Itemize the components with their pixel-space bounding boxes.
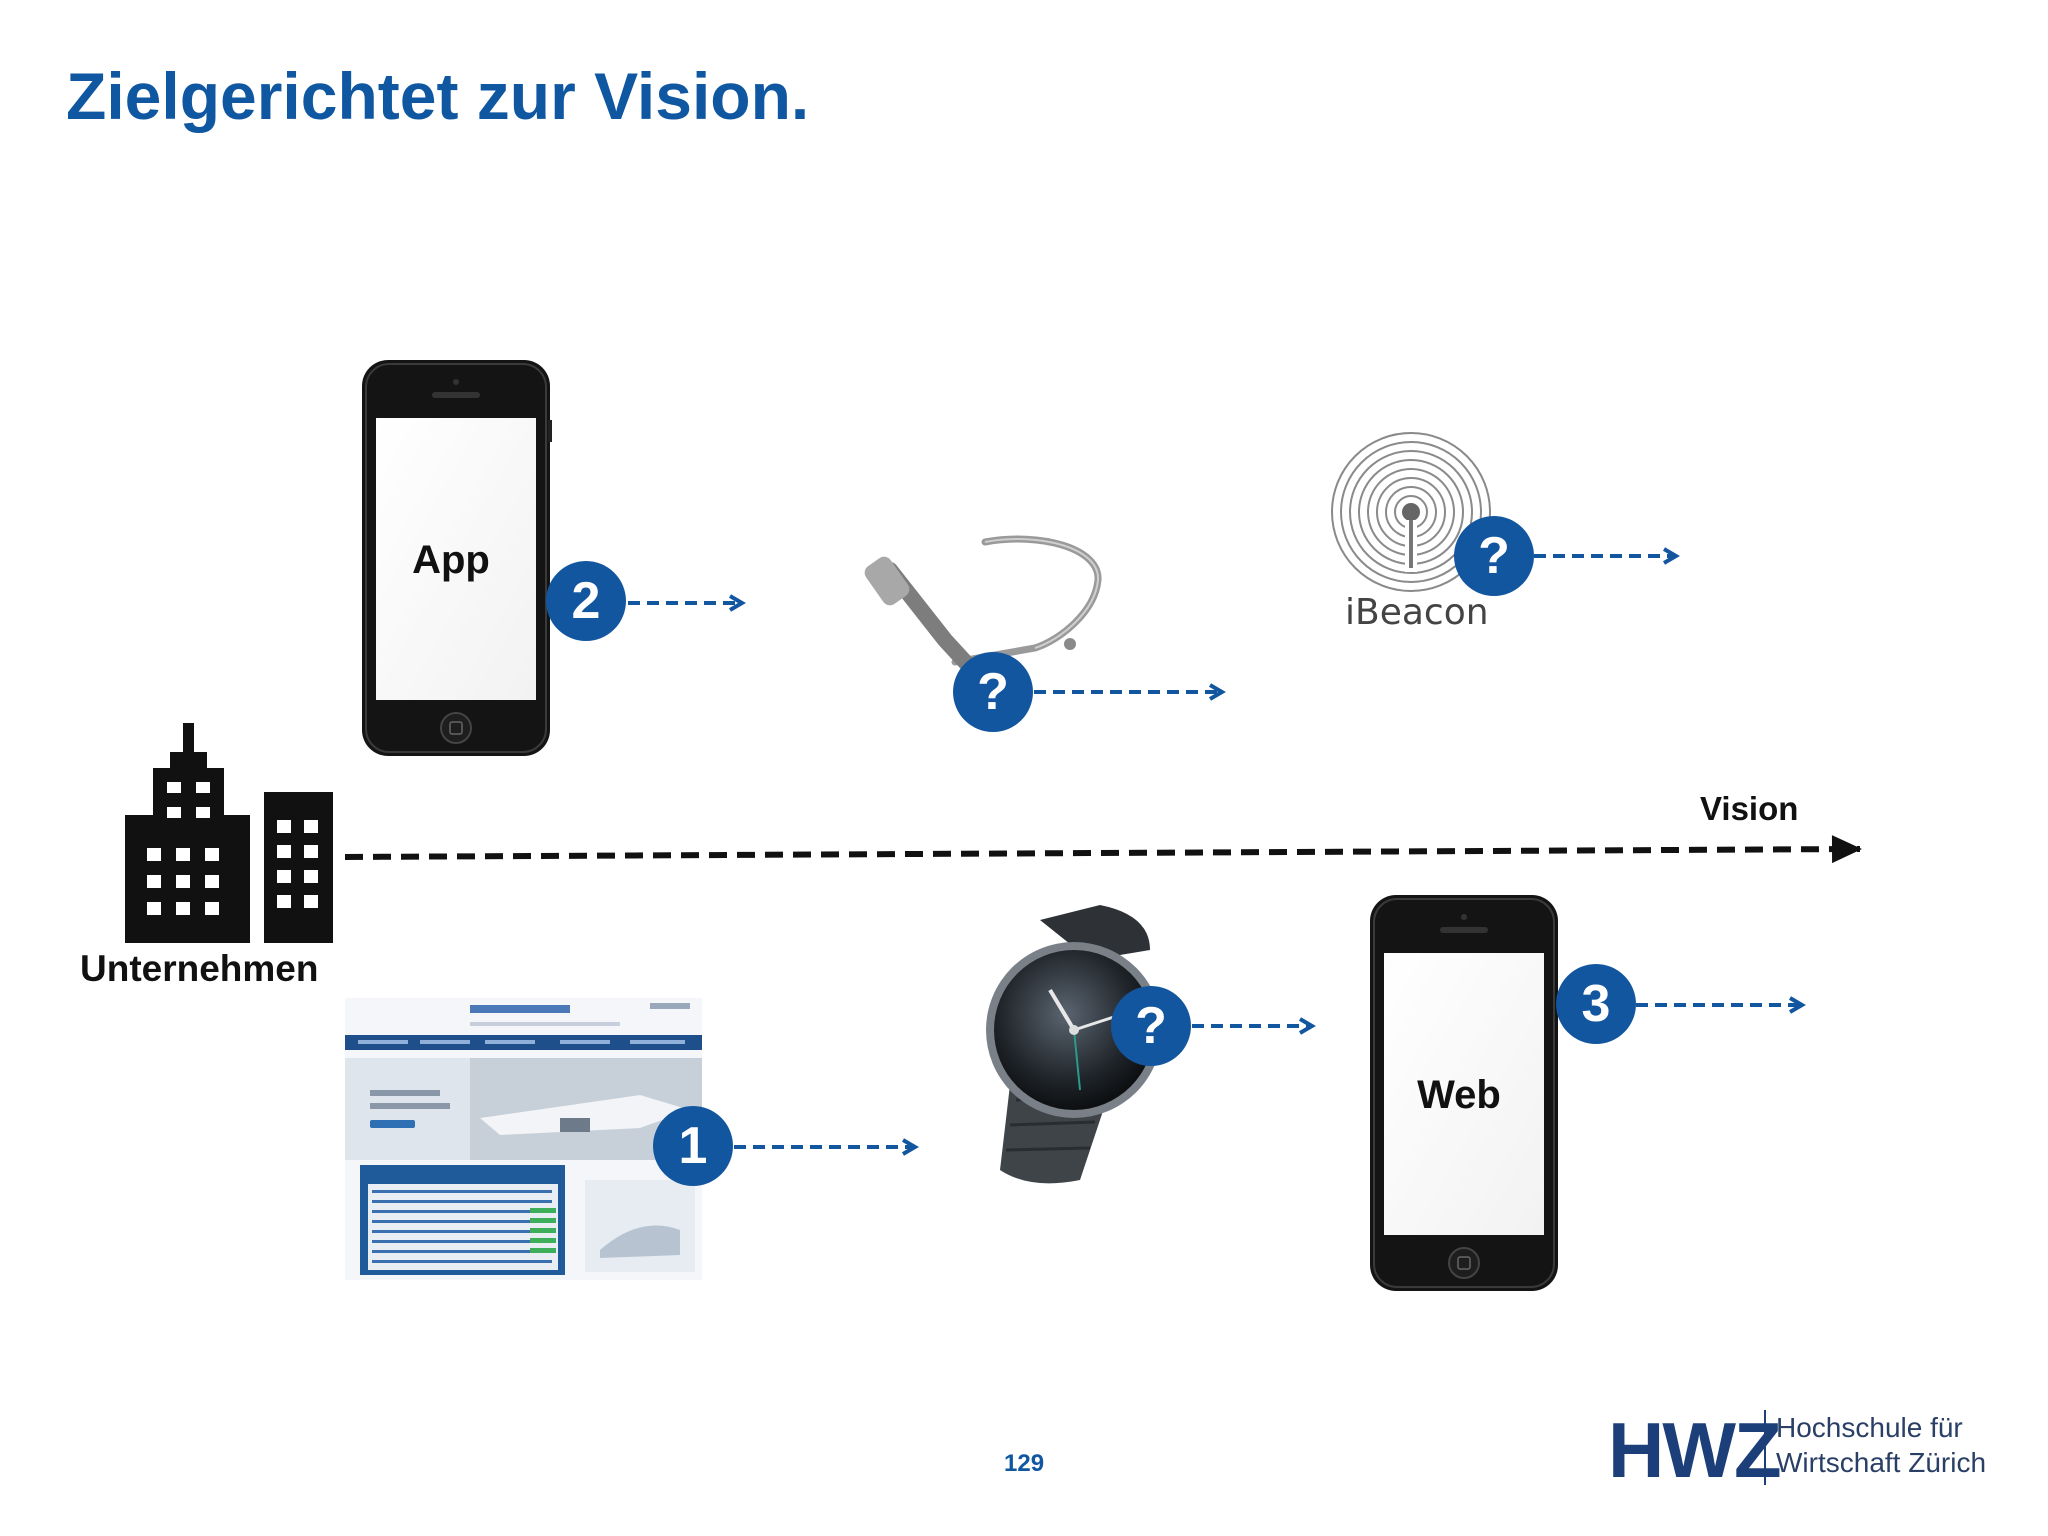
badge-app: 2: [571, 572, 601, 630]
badge-ibeacon: ?: [1478, 527, 1510, 585]
smart-glasses-icon: [864, 535, 1102, 673]
logo-line-2: Wirtschaft Zürich: [1776, 1447, 1987, 1478]
vision-label: Vision: [1700, 790, 1799, 827]
vision-timeline-arrow: [344, 835, 1862, 864]
smartphone-app-icon: [362, 360, 552, 756]
slide-title: Zielgerichtet zur Vision.: [66, 59, 810, 133]
logo-divider: [1764, 1410, 1766, 1485]
logo-line-1: Hochschule für: [1776, 1412, 1963, 1443]
badge-app-circle: [546, 561, 626, 641]
badge-watch-circle: [1111, 986, 1191, 1066]
page-number: 129: [1004, 1450, 1045, 1477]
badge-website-circle: [653, 1106, 733, 1186]
ibeacon-label: iBeacon: [1345, 592, 1489, 633]
badge-watch: ?: [1135, 997, 1167, 1055]
smartwatch-icon: [986, 905, 1168, 1184]
badge-website: 1: [678, 1117, 708, 1175]
company-label: Unternehmen: [80, 948, 319, 989]
badge-glasses: ?: [977, 663, 1009, 721]
badge-web: 3: [1581, 975, 1611, 1033]
website-screenshot-image: [345, 998, 702, 1280]
phone-app-label: App: [412, 538, 490, 582]
company-buildings-icon: [125, 723, 333, 943]
badge-ibeacon-circle: [1454, 516, 1534, 596]
ibeacon-icon: [1331, 432, 1491, 592]
badge-web-circle: [1556, 964, 1636, 1044]
hwz-logo-letters: HWZ: [1608, 1406, 1782, 1494]
badge-glasses-circle: [953, 652, 1033, 732]
phone-web-label: Web: [1417, 1073, 1501, 1117]
smartphone-web-icon: [1370, 895, 1558, 1291]
